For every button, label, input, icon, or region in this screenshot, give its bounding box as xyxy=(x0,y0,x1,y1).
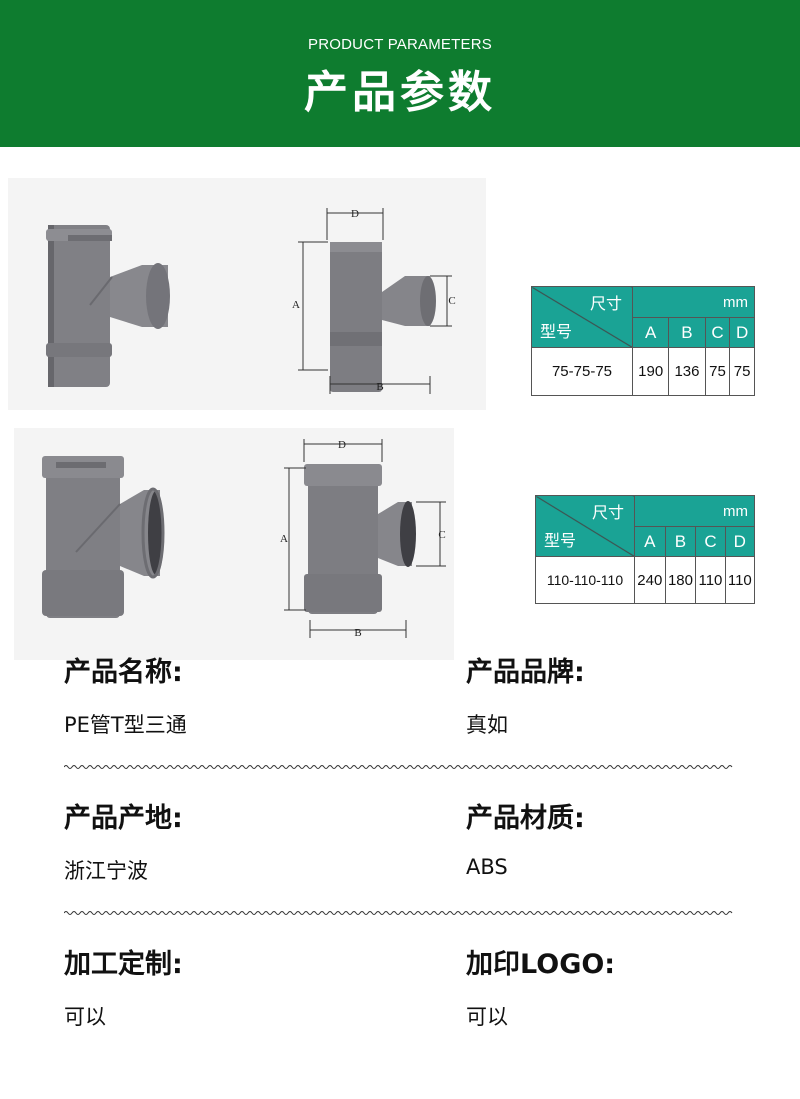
model-label: 型号 xyxy=(544,533,577,550)
product-brand-value: 真如 xyxy=(466,713,508,737)
model-cell: 110-110-110 xyxy=(535,556,635,604)
dimension-drawing-75: D A C B xyxy=(292,208,456,394)
column-header: D xyxy=(724,526,756,557)
spec-header-diagonal: 尺寸 型号 xyxy=(531,286,633,348)
product-origin-label: 产品产地: xyxy=(64,803,183,834)
value-cell: 110 xyxy=(724,556,756,604)
dimension-label-c: C xyxy=(448,295,455,307)
product-brand-label: 产品品牌: xyxy=(466,657,585,688)
spec-table-110: 尺寸 型号 mm A B C D 110-110-110 240 180 110… xyxy=(535,495,756,604)
wavy-divider xyxy=(64,765,733,769)
spec-table-75: 尺寸 型号 mm A B C D 75-75-75 190 136 75 75 xyxy=(531,286,755,396)
wavy-divider xyxy=(64,911,733,915)
size-label: 尺寸 xyxy=(591,505,624,522)
column-header: A xyxy=(631,317,670,348)
column-header: C xyxy=(695,526,726,557)
customization-value: 可以 xyxy=(64,1005,106,1029)
column-header: B xyxy=(668,317,706,348)
unit-label: mm xyxy=(632,286,755,318)
value-cell: 240 xyxy=(634,556,666,604)
product-name-value: PE管T型三通 xyxy=(64,713,187,737)
value-cell: 136 xyxy=(668,347,706,396)
header-subtitle: PRODUCT PARAMETERS xyxy=(308,36,492,53)
model-cell: 75-75-75 xyxy=(531,347,633,396)
value-cell: 75 xyxy=(704,347,731,396)
product-material-label: 产品材质: xyxy=(466,803,585,834)
value-cell: 75 xyxy=(729,347,755,396)
dimension-label-d: D xyxy=(338,439,346,451)
info-product-brand: 产品品牌: 真如 xyxy=(466,650,585,739)
column-header: A xyxy=(634,526,666,557)
column-header: C xyxy=(704,317,731,348)
value-cell: 190 xyxy=(631,347,670,396)
logo-printing-label: 加印LOGO: xyxy=(466,949,616,980)
dimension-label-b: B xyxy=(376,381,383,393)
header-title: 产品参数 xyxy=(304,67,496,118)
product-name-label: 产品名称: xyxy=(64,657,183,688)
dimension-label-c: C xyxy=(438,529,445,541)
header-banner: PRODUCT PARAMETERS 产品参数 xyxy=(0,0,800,147)
column-header: D xyxy=(729,317,755,348)
info-customization: 加工定制: 可以 xyxy=(64,942,183,1031)
product-material-value: ABS xyxy=(466,855,508,879)
value-cell: 110 xyxy=(695,556,726,604)
value-cell: 180 xyxy=(664,556,697,604)
dimension-label-b: B xyxy=(354,627,361,639)
dimension-label-a: A xyxy=(292,299,300,311)
customization-label: 加工定制: xyxy=(64,949,183,980)
logo-printing-value: 可以 xyxy=(466,1005,508,1029)
model-label: 型号 xyxy=(540,324,573,341)
spec-header-diagonal: 尺寸 型号 xyxy=(535,495,635,557)
tee-fitting-photo-75 xyxy=(46,225,170,387)
unit-label: mm xyxy=(634,495,755,527)
tee-fitting-photo-110 xyxy=(42,456,165,618)
info-product-name: 产品名称: PE管T型三通 xyxy=(64,650,187,739)
info-logo-printing: 加印LOGO: 可以 xyxy=(466,942,615,1031)
dimension-drawing-110: D A C B xyxy=(280,439,446,639)
dimension-label-d: D xyxy=(351,208,359,220)
info-product-origin: 产品产地: 浙江宁波 xyxy=(64,796,183,885)
product-origin-value: 浙江宁波 xyxy=(64,859,148,883)
size-label: 尺寸 xyxy=(589,296,622,313)
dimension-label-a: A xyxy=(280,533,288,545)
column-header: B xyxy=(664,526,697,557)
info-product-material: 产品材质: ABS xyxy=(466,796,585,879)
